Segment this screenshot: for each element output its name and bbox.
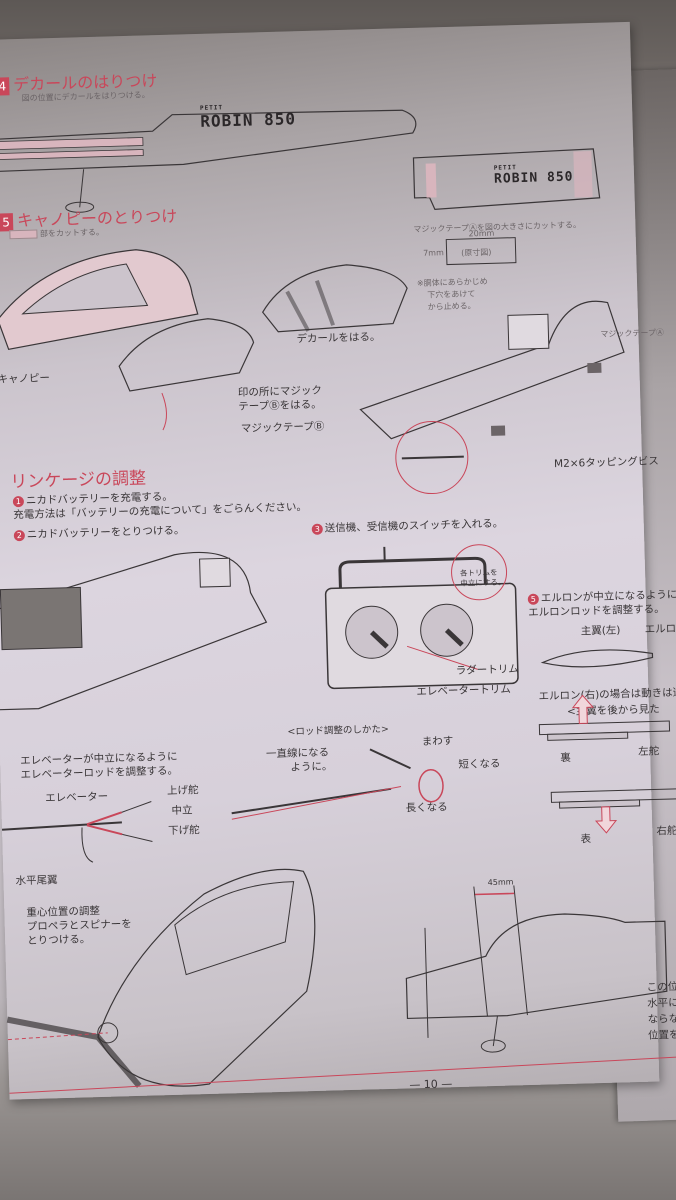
rudder-trim-label: ラダートリム — [455, 663, 519, 677]
page-number: — 10 — — [409, 1077, 453, 1092]
robin-logo-large: PETIT ROBIN 850 — [199, 104, 297, 131]
elevator-label: エレベーター — [45, 790, 109, 805]
elevator-trim-label: エレベータートリム — [416, 683, 512, 699]
up-label: 上げ舵 — [166, 784, 199, 798]
tail-decal-drawing — [412, 148, 601, 210]
rod-adjust-heading: <ロッド調整のしかた> — [287, 723, 389, 738]
front-side-label: 表 — [580, 833, 592, 846]
battery-fuselage-drawing — [0, 551, 268, 711]
main-wing-left-label: 主翼(左) — [580, 624, 621, 638]
section-number: 4 — [0, 77, 10, 96]
rod-adjust-drawing — [231, 748, 444, 820]
screw-label: M2×6タッピングビス — [553, 455, 659, 471]
canopy-drawings — [0, 249, 408, 431]
magic-tape-b-label: マジックテープⒷ — [240, 420, 325, 435]
turn-label: まわす — [421, 735, 454, 748]
cg-note-2: 水平にな — [647, 996, 676, 1010]
magic-tape-a-label: マジックテープⒶ — [600, 328, 665, 339]
cg-note-3: ならな — [647, 1012, 676, 1026]
right-rudder-label: 右舵 — [656, 824, 676, 838]
left-rudder-label: 左舵 — [637, 745, 660, 758]
nose-propeller-drawing — [6, 868, 316, 1088]
cut-instruction: マジックテープⒶを図の大きさにカットする。 — [413, 220, 582, 234]
aileron-drawings — [538, 694, 676, 834]
step-4-note: エレベーターロッドを調整する。 — [20, 764, 179, 782]
fuselage-decal-drawing — [0, 109, 417, 213]
elevator-drawing — [1, 801, 153, 863]
back-side-label: 裏 — [560, 751, 571, 765]
magic-tape-note-2: テープⒷをはる。 — [238, 398, 322, 413]
wing-section-drawing — [540, 649, 654, 668]
canopy-label: キャノピー — [0, 372, 51, 386]
cg-note-4: 位置を — [647, 1028, 676, 1042]
side-view-airplane-drawing — [405, 885, 668, 1053]
transmitter-drawing — [324, 546, 519, 690]
neutral-label: 中立 — [171, 804, 193, 817]
step-5-note: エルロンロッドを調整する。 — [528, 603, 665, 619]
linkage-section-title: リンケージの調整 — [10, 468, 147, 493]
robin-logo-small: PETIT ROBIN 850 — [493, 164, 574, 187]
cg-note-1: この位置 — [646, 980, 676, 994]
aileron-label: エルロン — [644, 622, 676, 636]
fuselage-tape-drawing — [359, 300, 625, 495]
